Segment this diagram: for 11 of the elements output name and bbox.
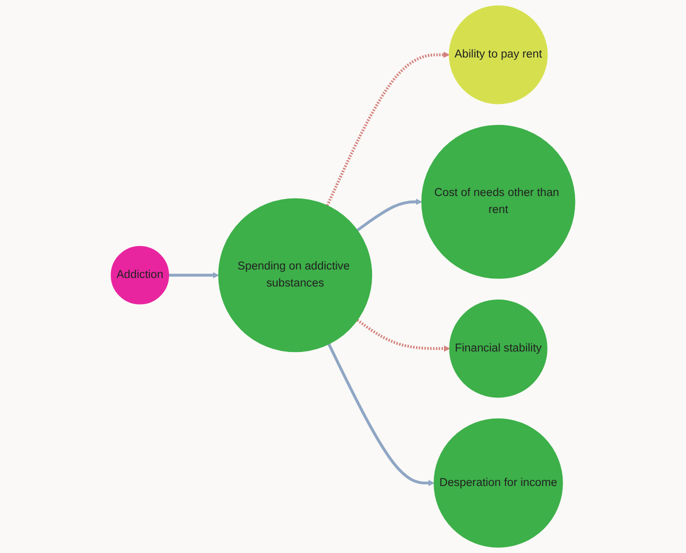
arrow (328, 343, 434, 486)
arrow (356, 198, 422, 232)
arrow (168, 272, 219, 278)
node-circle: Addiction (110, 246, 170, 304)
node-circle: Cost of needs other than rent (421, 124, 576, 279)
node-circle: Ability to pay rent (448, 5, 548, 104)
node-circle: Spending on addictive substances (218, 198, 372, 352)
node-circle: Financial stability (449, 299, 548, 398)
arrow (356, 318, 450, 352)
node-circle: Desperation for income (434, 418, 563, 548)
arrow (326, 52, 450, 206)
